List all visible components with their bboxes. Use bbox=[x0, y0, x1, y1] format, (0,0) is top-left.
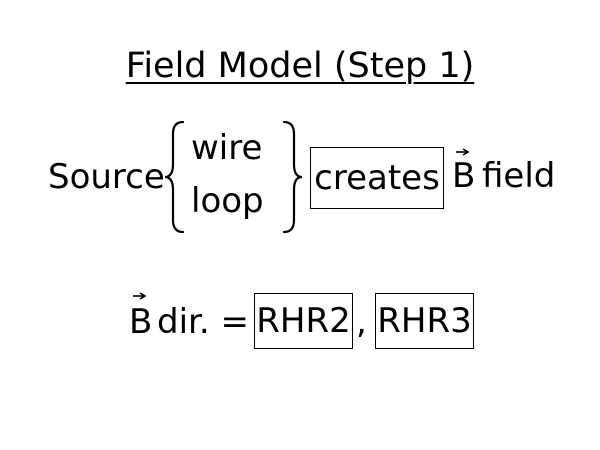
creates-box: creates bbox=[310, 147, 444, 209]
direction-label: dir. = bbox=[157, 302, 249, 342]
b-vector-symbol-2: B bbox=[129, 302, 153, 342]
source-label: Source bbox=[48, 157, 165, 197]
rhr2-box: RHR2 bbox=[254, 293, 353, 349]
option-wire: wire bbox=[191, 128, 263, 168]
rhr3-box: RHR3 bbox=[375, 293, 474, 349]
rhr2-label: RHR2 bbox=[256, 301, 351, 341]
rhr3-label: RHR3 bbox=[377, 301, 472, 341]
comma-separator: , bbox=[356, 302, 367, 342]
field-label: field bbox=[482, 156, 556, 196]
vector-arrow-icon-2 bbox=[133, 292, 147, 300]
right-brace-icon bbox=[282, 120, 303, 234]
slide-title-text: Field Model (Step 1) bbox=[125, 46, 475, 86]
slide-title: Field Model (Step 1) bbox=[0, 44, 600, 88]
vector-arrow-icon bbox=[456, 148, 470, 156]
left-brace-icon bbox=[164, 120, 185, 234]
b-vector-symbol: B bbox=[452, 156, 476, 196]
creates-label: creates bbox=[314, 158, 440, 198]
option-loop: loop bbox=[191, 181, 264, 221]
